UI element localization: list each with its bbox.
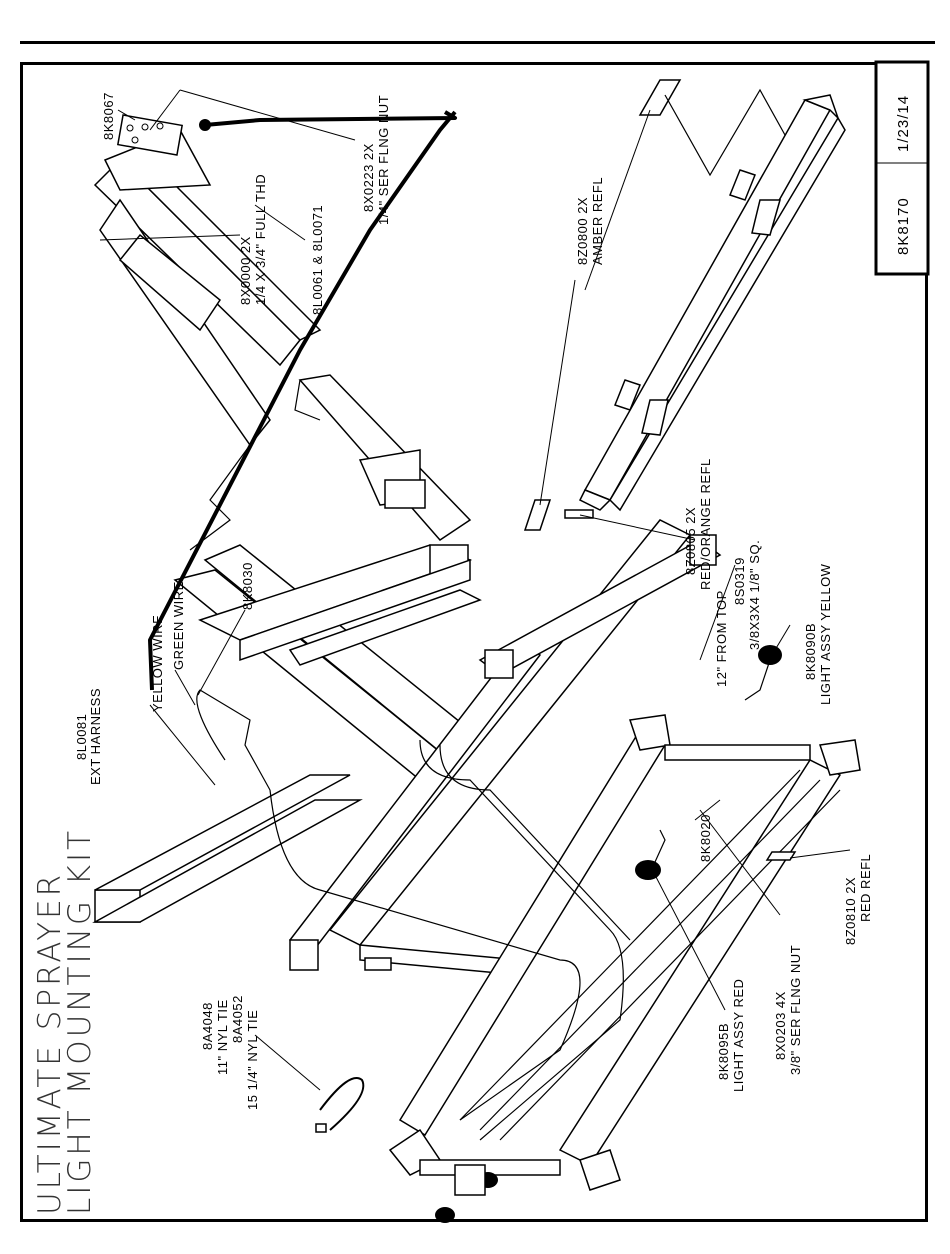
break-line [664, 88, 786, 177]
main-frame-upper [173, 374, 482, 781]
callout-8S0319-line1: 8S0319 [732, 557, 747, 605]
callout-8A4052-line2: 15 1/4" NYL TIE [245, 1010, 260, 1110]
callout-8Z0810-line2: RED REFL [858, 854, 873, 922]
callout-8X0223-line2: 1/4" SER FLNG NUT [376, 95, 391, 225]
callout-8K8020: 8K8020 [698, 814, 713, 862]
callout-8K8090B-line2: LIGHT ASSY YELLOW [818, 563, 833, 705]
drawing-title-line2: LIGHT MOUNTING KIT [62, 828, 98, 1215]
title-block: 8K8170 1/23/14 [874, 60, 930, 276]
drawing-frame [20, 62, 928, 1222]
light-yellow [758, 645, 782, 665]
callout-8X0203-line2: 3/8" SER FLNG NUT [788, 945, 803, 1075]
callout-8L0061-8L0071: 8L0061 & 8L0071 [310, 205, 325, 315]
connector-8K8067 [199, 119, 211, 131]
upper-boom-arm [93, 114, 322, 551]
callout-8Z0805-line1: 8Z0805 2X [683, 507, 698, 575]
callout-8K8095B-line2: LIGHT ASSY RED [731, 979, 746, 1092]
callout-green-wire: GREEN WIRE [171, 581, 186, 670]
callout-8A4052-line1: 8A4052 [230, 995, 245, 1043]
nylon-tie-head [315, 1123, 327, 1133]
callout-12-from-top: 12" FROM TOP [714, 590, 729, 687]
callout-8X0223-line1: 8X0223 2X [361, 143, 376, 212]
callout-8S0319-line2: 3/8X3X4 1/8" SQ. [747, 540, 762, 650]
callout-8Z0800-line2: AMBER REFL [590, 177, 605, 265]
callout-8Z0800-line1: 8Z0800 2X [575, 197, 590, 265]
part-number: 8K8170 [895, 197, 912, 255]
red-reflector [765, 851, 797, 861]
orange-reflector [564, 509, 594, 519]
harness-lower-c [439, 744, 631, 941]
callout-8K8090B-line1: 8K8090B [803, 623, 818, 680]
top-rule [20, 41, 935, 44]
callout-8X0000-line1: 8X0000 2X [238, 236, 253, 305]
callout-8X0000-line2: 1/4 X 3/4" FULL THD [253, 174, 268, 305]
callout-8K8067: 8K8067 [101, 92, 116, 140]
light-yellow-wire [744, 659, 771, 701]
leader-lines [99, 89, 851, 1091]
harness-lower-b [419, 739, 624, 1141]
callout-8X0203-line1: 8X0203 4X [773, 991, 788, 1060]
callout-8A4048-line2: 11" NYL TIE [215, 999, 230, 1075]
vertical-post [92, 774, 363, 923]
ext-harness [196, 689, 271, 791]
harness-plug [204, 110, 457, 127]
light-red [635, 860, 661, 880]
callout-8L0081-line2: EXT HARNESS [88, 688, 103, 785]
lower-frame [288, 519, 861, 1191]
amber-reflectors [523, 79, 682, 531]
callout-8Z0810-line1: 8Z0810 2X [843, 877, 858, 945]
right-crossbar [578, 94, 846, 512]
light-red-wire [654, 829, 666, 863]
harness-8L0061 [148, 110, 457, 691]
callout-8K8095B-line1: 8K8095B [716, 1023, 731, 1080]
nylon-tie [319, 1077, 365, 1131]
drawing-title-line1: ULTIMATE SPRAYER [32, 872, 68, 1215]
callout-8L0081-line1: 8L0081 [74, 714, 89, 760]
light-bracket [454, 1164, 486, 1196]
light-red-rear [435, 1207, 455, 1223]
callout-8K8030: 8K8030 [240, 562, 255, 610]
harness-lower-a [269, 789, 581, 1121]
callout-8Z0805-line2: RED/ORANGE REFL [698, 458, 713, 590]
callout-yellow-wire: YELLOW WIRE [150, 615, 165, 712]
revision-date: 1/23/14 [895, 95, 912, 152]
callout-8A4048-line1: 8A4048 [200, 1002, 215, 1050]
